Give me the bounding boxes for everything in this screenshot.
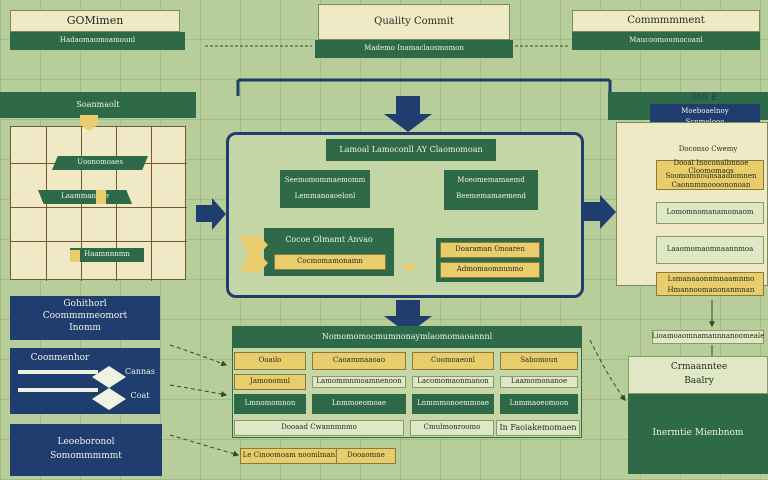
right-card-header: Doconso Cwemy (656, 144, 760, 156)
left-lower-box-1-line1: Gohithorl (63, 299, 107, 310)
left-lower-box-3-line2: Somommmmmt (50, 450, 122, 461)
matrix-r4-c2: Cmulmonroomo (410, 420, 494, 436)
matrix-r1-c1: Ooailo (234, 352, 306, 370)
center-box-d-line1: Doaraman Onoaren (440, 242, 540, 258)
bar-line-2 (18, 388, 98, 392)
left-lower-box-2-item1: Cannas (124, 366, 156, 376)
right-row-3: Lsmanaaonnmnaamnmo (667, 274, 755, 283)
left-lower-box-2-item2: Coat (130, 390, 150, 400)
matrix-r3-c3: Lnmmmonoemmoae (412, 394, 494, 414)
left-lower-box-1-line3: Inomm (69, 323, 101, 334)
right-lower-box-2: Inermtie Mienbnom (628, 394, 768, 474)
center-box-b-line2: Beememamaemend (456, 192, 526, 201)
right-panel-title: 360 E (690, 93, 718, 104)
matrix-r2-c4: Laamomonanoe (500, 376, 578, 388)
left-lower-box-2-title: Coonmenhor (30, 353, 90, 364)
left-lower-box-3-line1: Leoeboronol (57, 436, 115, 447)
right-note: Lioamoaomnamannnanoomeale (652, 330, 764, 344)
matrix-r1-c3: Coomoaeonl (412, 352, 494, 370)
top-right-subtitle: Maucoomoumocoanl (572, 32, 760, 50)
arrow-right-left-icon (196, 198, 226, 230)
right-lower-box-1-line2: Baalry (684, 376, 714, 387)
left-row-1: Uoonomoaes (52, 156, 148, 170)
center-box-d-line2: Admomaomnunmo (440, 262, 540, 278)
matrix-r2-c1: Jamonomnl (234, 374, 306, 390)
right-panel-badge-line1: Moeboaelnoy (681, 106, 729, 115)
top-left-subtitle: Hadaomaomoamounl (10, 32, 185, 50)
matrix-r4-c1: Dooaad Cwannmnmo (234, 420, 404, 436)
marker-icon (96, 190, 106, 204)
right-card-line1: Dooal Inoconalbnnoe Cloomomaos (673, 159, 749, 175)
right-lower-box-1: Crmaanntee Baalry (628, 356, 768, 394)
center-box-a-line1: Seemomommaemomm (284, 176, 366, 185)
arrow-down-matrix-icon (384, 300, 432, 334)
matrix-r2-c2: Lamommnmoamnenoon (312, 376, 406, 388)
center-box-c-line1: Cocoe Olmamt Anvao (285, 234, 373, 244)
right-row-4: Hmannoomanonanmnan (667, 285, 755, 294)
marker-icon-2 (70, 250, 80, 262)
matrix-r4-c3: In Faoiakemomaen (496, 420, 580, 436)
matrix-foot-1: Le Cinoomoam noomlmanl (240, 448, 340, 464)
matrix-r3-c2: Lnmmoeomoae (312, 394, 406, 414)
right-row-1: Lomomnomanamomaom (656, 202, 764, 224)
center-box-b: Moeomemamaemd Beememamaemend (444, 170, 538, 210)
center-box-c-line2: Cocmomamonamn (274, 254, 386, 270)
center-box-d: Doaraman Onoaren Admomaomnunmo (436, 238, 544, 282)
center-box-a-line2: Lemmanoaoelonl (294, 192, 356, 201)
left-row-3: Haamnnnmn (70, 248, 144, 262)
right-row-2: Laaomomaomnaannmoa (656, 236, 764, 264)
right-card: Dooal Inoconalbnnoe Cloomomaos Soomomnou… (656, 159, 764, 190)
top-center-title: Quality Commit (318, 4, 510, 40)
top-center-subtitle: Mademo Inamaclaosmomon (315, 40, 513, 58)
right-lower-box-1-line1: Crmaanntee (670, 362, 728, 373)
matrix-r3-c4: Lnmmaoeomoon (500, 394, 578, 414)
matrix-foot-2: Dooaomne (336, 448, 396, 464)
center-box-c: Cocoe Olmamt Anvao Cocmomamonamn (264, 228, 394, 276)
matrix-r1-c4: Sabomoun (500, 352, 578, 370)
left-lower-box-1-line2: Coommmmeomort (42, 311, 128, 322)
matrix-r3-c1: Lmnomomnon (234, 394, 306, 414)
arrow-right-right-icon (584, 195, 616, 229)
center-panel-header: Lamoal Lamoconll AY Claomomoan (326, 139, 496, 161)
arrow-left-icon (400, 262, 414, 272)
left-panel-header: Soanmaolt (0, 92, 196, 118)
right-card-line2: Soomomnounsaadiomnen (665, 171, 757, 180)
left-row-2: Laammannoe (38, 190, 132, 204)
right-panel-badge-line2: Scnmolooo (650, 117, 760, 128)
matrix-r1-c2: Caoammaaoao (312, 352, 406, 370)
right-card-line3: Caonnmmoooononoan (671, 180, 751, 189)
left-lower-box-1: Gohithorl Coommmmeomort Inomm (10, 296, 160, 340)
center-box-b-line1: Moeomemamaemd (457, 176, 525, 185)
matrix-r2-c3: Lacomomaonmanon (412, 376, 494, 388)
arrow-down-center-icon (384, 96, 432, 132)
right-row-group: Lsmanaaonnmnaamnmo Hmannoomanonanmnan (656, 272, 764, 296)
center-box-a: Seemomommaemomm Lemmanoaoelonl (280, 170, 370, 208)
left-lower-box-3: Leoeboronol Somommmmmt (10, 424, 162, 476)
matrix-header: Nomomomocmumnonaymlaomomaoannnl (232, 326, 582, 348)
top-left-title: GOMimen (10, 10, 180, 32)
bookmark-icon (80, 115, 98, 131)
left-lower-box-2: Coonmenhor Cannas Coat (10, 348, 160, 414)
bar-line-1 (18, 370, 98, 374)
top-right-title: Commmmment (572, 10, 760, 32)
